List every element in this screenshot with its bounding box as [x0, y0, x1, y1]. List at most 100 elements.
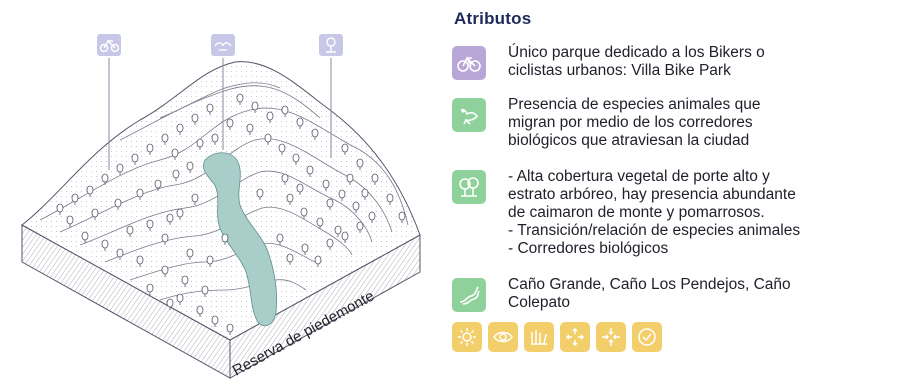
pin-bike	[97, 34, 121, 170]
tree-marker	[276, 233, 284, 245]
bicycle-pin-icon	[99, 39, 120, 53]
tree-marker	[311, 128, 319, 140]
attribute-text: Único parque dedicado a los Bikers o cic…	[508, 44, 765, 79]
water-body	[203, 152, 277, 327]
terrain-illustration: Reserva de piedemonte	[21, 34, 421, 379]
bird-pin-icon	[214, 42, 232, 51]
tree-marker	[371, 173, 379, 185]
bicycle-icon	[452, 46, 486, 80]
tree-marker	[246, 123, 254, 135]
contour-lines	[39, 82, 409, 301]
tree-marker	[101, 173, 109, 185]
tree-marker	[161, 233, 169, 245]
tree-marker	[116, 248, 124, 260]
pin-tree	[319, 34, 343, 158]
tree-marker	[186, 248, 194, 260]
tree-marker	[256, 188, 264, 200]
tree-marker	[176, 293, 184, 305]
tree-marker	[341, 143, 349, 155]
tree-marker	[301, 243, 309, 255]
tree-marker	[221, 233, 229, 245]
tree-marker	[226, 118, 234, 130]
tree-marker	[206, 103, 214, 115]
tree-marker	[196, 138, 204, 150]
compress-arrows-icon[interactable]	[596, 322, 626, 352]
tree-marker	[326, 238, 334, 250]
tree-marker	[306, 165, 314, 177]
panel-title: Atributos	[454, 9, 532, 28]
tree-marker	[300, 207, 308, 219]
tree-marker	[356, 158, 364, 170]
tree-marker	[286, 253, 294, 265]
tree-icon	[452, 170, 486, 204]
tree-marker	[201, 285, 209, 297]
tree-marker	[334, 225, 342, 237]
tree-marker	[341, 231, 349, 243]
eye-icon[interactable]	[488, 322, 518, 352]
tree-marker	[161, 133, 169, 145]
tree-marker	[66, 215, 74, 227]
tree-marker	[352, 201, 360, 213]
tree-marker	[161, 265, 169, 277]
tree-marker	[166, 298, 174, 310]
tree-marker	[166, 213, 174, 225]
tree-marker	[211, 315, 219, 327]
tree-marker	[226, 323, 234, 335]
tree-marker	[361, 188, 369, 200]
tree-marker	[176, 208, 184, 220]
layers-icon[interactable]	[524, 322, 554, 352]
tree-pin-icon	[326, 37, 336, 53]
tree-marker	[356, 221, 364, 233]
tree-marker	[146, 143, 154, 155]
tree-marker	[281, 105, 289, 117]
attribute-text: Presencia de especies animales que migra…	[508, 96, 761, 149]
tree-marker	[296, 117, 304, 129]
tree-marker	[71, 193, 79, 205]
tree-marker	[326, 198, 334, 210]
tree-marker	[172, 169, 180, 181]
tree-marker	[346, 173, 354, 185]
tree-marker	[286, 193, 294, 205]
attribute-text: - Alta cobertura vegetal de porte alto y…	[508, 168, 801, 257]
tree-marker	[146, 219, 154, 231]
pin-bird	[211, 34, 235, 150]
tree-marker	[196, 305, 204, 317]
tree-marker	[251, 101, 259, 113]
tree-marker	[126, 225, 134, 237]
tree-marker	[266, 111, 274, 123]
tree-marker	[296, 183, 304, 195]
tree-marker	[236, 93, 244, 105]
sun-icon[interactable]	[452, 322, 482, 352]
tree-marker	[136, 188, 144, 200]
tree-marker	[398, 211, 406, 223]
tool-icon-row	[452, 322, 662, 352]
tree-marker	[191, 193, 199, 205]
tree-marker	[278, 143, 286, 155]
attribute-streams: Caño Grande, Caño Los Pendejos, Caño Col…	[452, 276, 898, 312]
tree-marker	[211, 133, 219, 145]
tree-marker	[81, 231, 89, 243]
tree-marker	[281, 173, 289, 185]
tree-marker	[322, 179, 330, 191]
tree-marker	[368, 211, 376, 223]
attributes-panel: Atributos Único parque dedicado a los Bi…	[452, 0, 892, 381]
check-circle-icon[interactable]	[632, 322, 662, 352]
attribute-vegetation: - Alta cobertura vegetal de porte alto y…	[452, 168, 898, 258]
tree-marker	[176, 123, 184, 135]
tree-marker	[314, 255, 322, 267]
expand-arrows-icon[interactable]	[560, 322, 590, 352]
attribute-text: Caño Grande, Caño Los Pendejos, Caño Col…	[508, 276, 791, 311]
tree-marker	[101, 239, 109, 251]
bird-icon	[452, 98, 486, 132]
tree-marker	[136, 255, 144, 267]
tree-marker	[171, 148, 179, 160]
tree-marker	[316, 217, 324, 229]
tree-marker	[186, 161, 194, 173]
tree-marker	[91, 208, 99, 220]
tree-marker	[338, 189, 346, 201]
tree-marker	[116, 163, 124, 175]
tree-marker	[206, 255, 214, 267]
tree-markers	[56, 93, 406, 335]
tree-marker	[114, 198, 122, 210]
tree-marker	[86, 185, 94, 197]
